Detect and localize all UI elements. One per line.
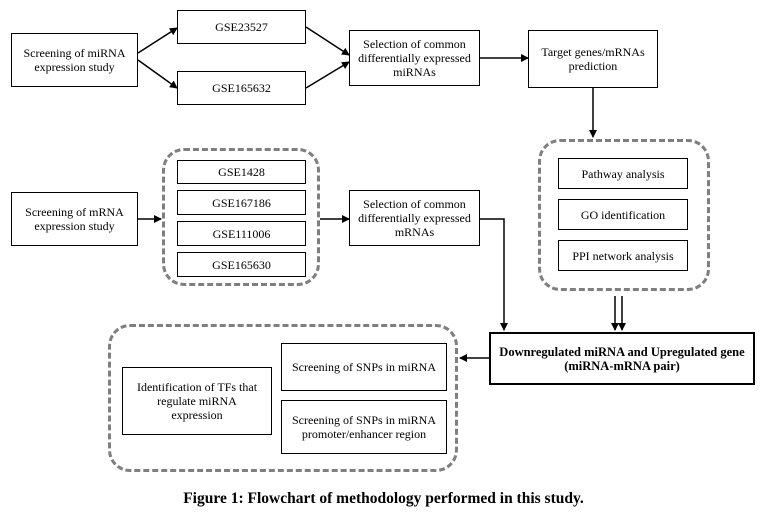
- go-identification-box: GO identification: [558, 199, 688, 230]
- gse111006-box: GSE111006: [177, 221, 306, 246]
- pathway-analysis-box: Pathway analysis: [558, 158, 688, 189]
- target-genes-box: Target genes/mRNAs prediction: [528, 30, 658, 88]
- common-mirnas-box: Selection of common differentially expre…: [349, 30, 480, 86]
- mirna-mrna-pair-box: Downregulated miRNA and Upregulated gene…: [489, 332, 755, 385]
- figure-caption: Figure 1: Flowchart of methodology perfo…: [183, 490, 584, 507]
- gse167186-box: GSE167186: [177, 190, 306, 215]
- gse165630-box: GSE165630: [177, 252, 306, 277]
- snp-tf-analysis-group: [108, 324, 458, 472]
- gse1428-box: GSE1428: [177, 160, 306, 184]
- tf-identification-box: Identification of TFs that regulate miRN…: [122, 367, 272, 435]
- arrow-gse165632-to-common: [305, 61, 350, 89]
- snp-promoter-box: Screening of SNPs in miRNA promoter/enha…: [281, 400, 447, 454]
- arrow-mirna-to-gse165632: [137, 59, 178, 89]
- arrow-common-mrnas-to-pair: [480, 218, 508, 331]
- gse-mrna-datasets-group: [162, 148, 320, 286]
- mrna-screening-box: Screening of mRNA expression study: [11, 192, 138, 246]
- arrow-gse23527-to-common: [305, 26, 350, 56]
- common-mrnas-box: Selection of common differentially expre…: [349, 190, 480, 246]
- gse23527-box: GSE23527: [177, 10, 306, 44]
- ppi-network-box: PPI network analysis: [558, 240, 688, 271]
- arrow-mirna-to-gse23527: [137, 27, 178, 54]
- gse165632-box: GSE165632: [177, 71, 306, 105]
- functional-analysis-group: [538, 139, 710, 291]
- mirna-screening-box: Screening of miRNA expression study: [11, 33, 138, 87]
- snp-mirna-box: Screening of SNPs in miRNA: [281, 343, 447, 391]
